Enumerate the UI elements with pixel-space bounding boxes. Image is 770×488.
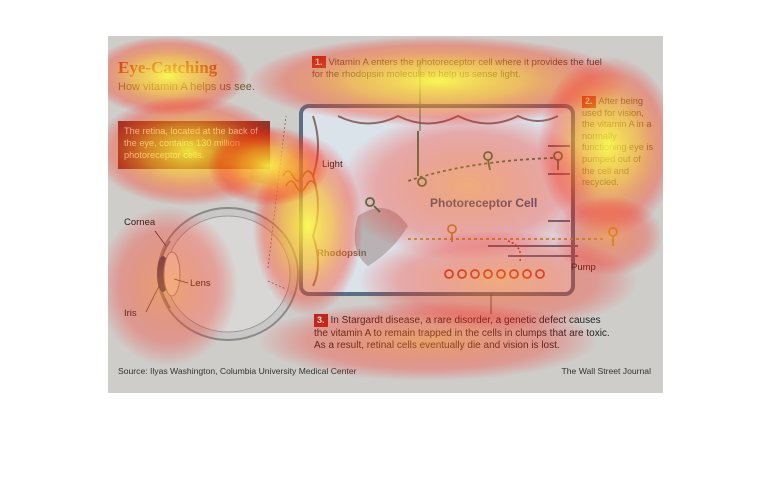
label-iris: Iris [124,308,137,319]
publisher-credit: The Wall Street Journal [561,366,651,376]
label-photoreceptor-cell: Photoreceptor Cell [430,196,538,210]
lens-shape [163,251,181,297]
label-cornea: Cornea [124,217,156,228]
step-1-badge: 1. [312,56,326,68]
label-light: Light [322,159,343,170]
retina-note-box: The retina, located at the back of the e… [118,121,270,169]
step-2-body: After being used for vision, the vitamin… [582,96,653,188]
infographic-figure: Eye-Catching How vitamin A helps us see.… [108,36,663,393]
page-title: Eye-Catching [118,58,218,77]
step-2-text: 2.After being used for vision, the vitam… [582,96,654,189]
label-lens: Lens [190,278,211,289]
label-rhodopsin: Rhodopsin [317,248,367,259]
page-subtitle: How vitamin A helps us see. [118,81,255,93]
step-1-body: Vitamin A enters the photoreceptor cell … [312,57,602,80]
step-1-text: 1.Vitamin A enters the photoreceptor cel… [312,56,602,81]
label-pump: Pump [571,262,596,273]
step-3-text: 3.In Stargardt disease, a rare disorder,… [314,314,614,353]
photoreceptor-cell-illustration [282,104,618,314]
step-2-badge: 2. [582,96,596,108]
step-3-body: In Stargardt disease, a rare disorder, a… [314,315,610,351]
source-credit: Source: Ilyas Washington, Columbia Unive… [118,366,357,376]
step-3-badge: 3. [314,314,328,327]
